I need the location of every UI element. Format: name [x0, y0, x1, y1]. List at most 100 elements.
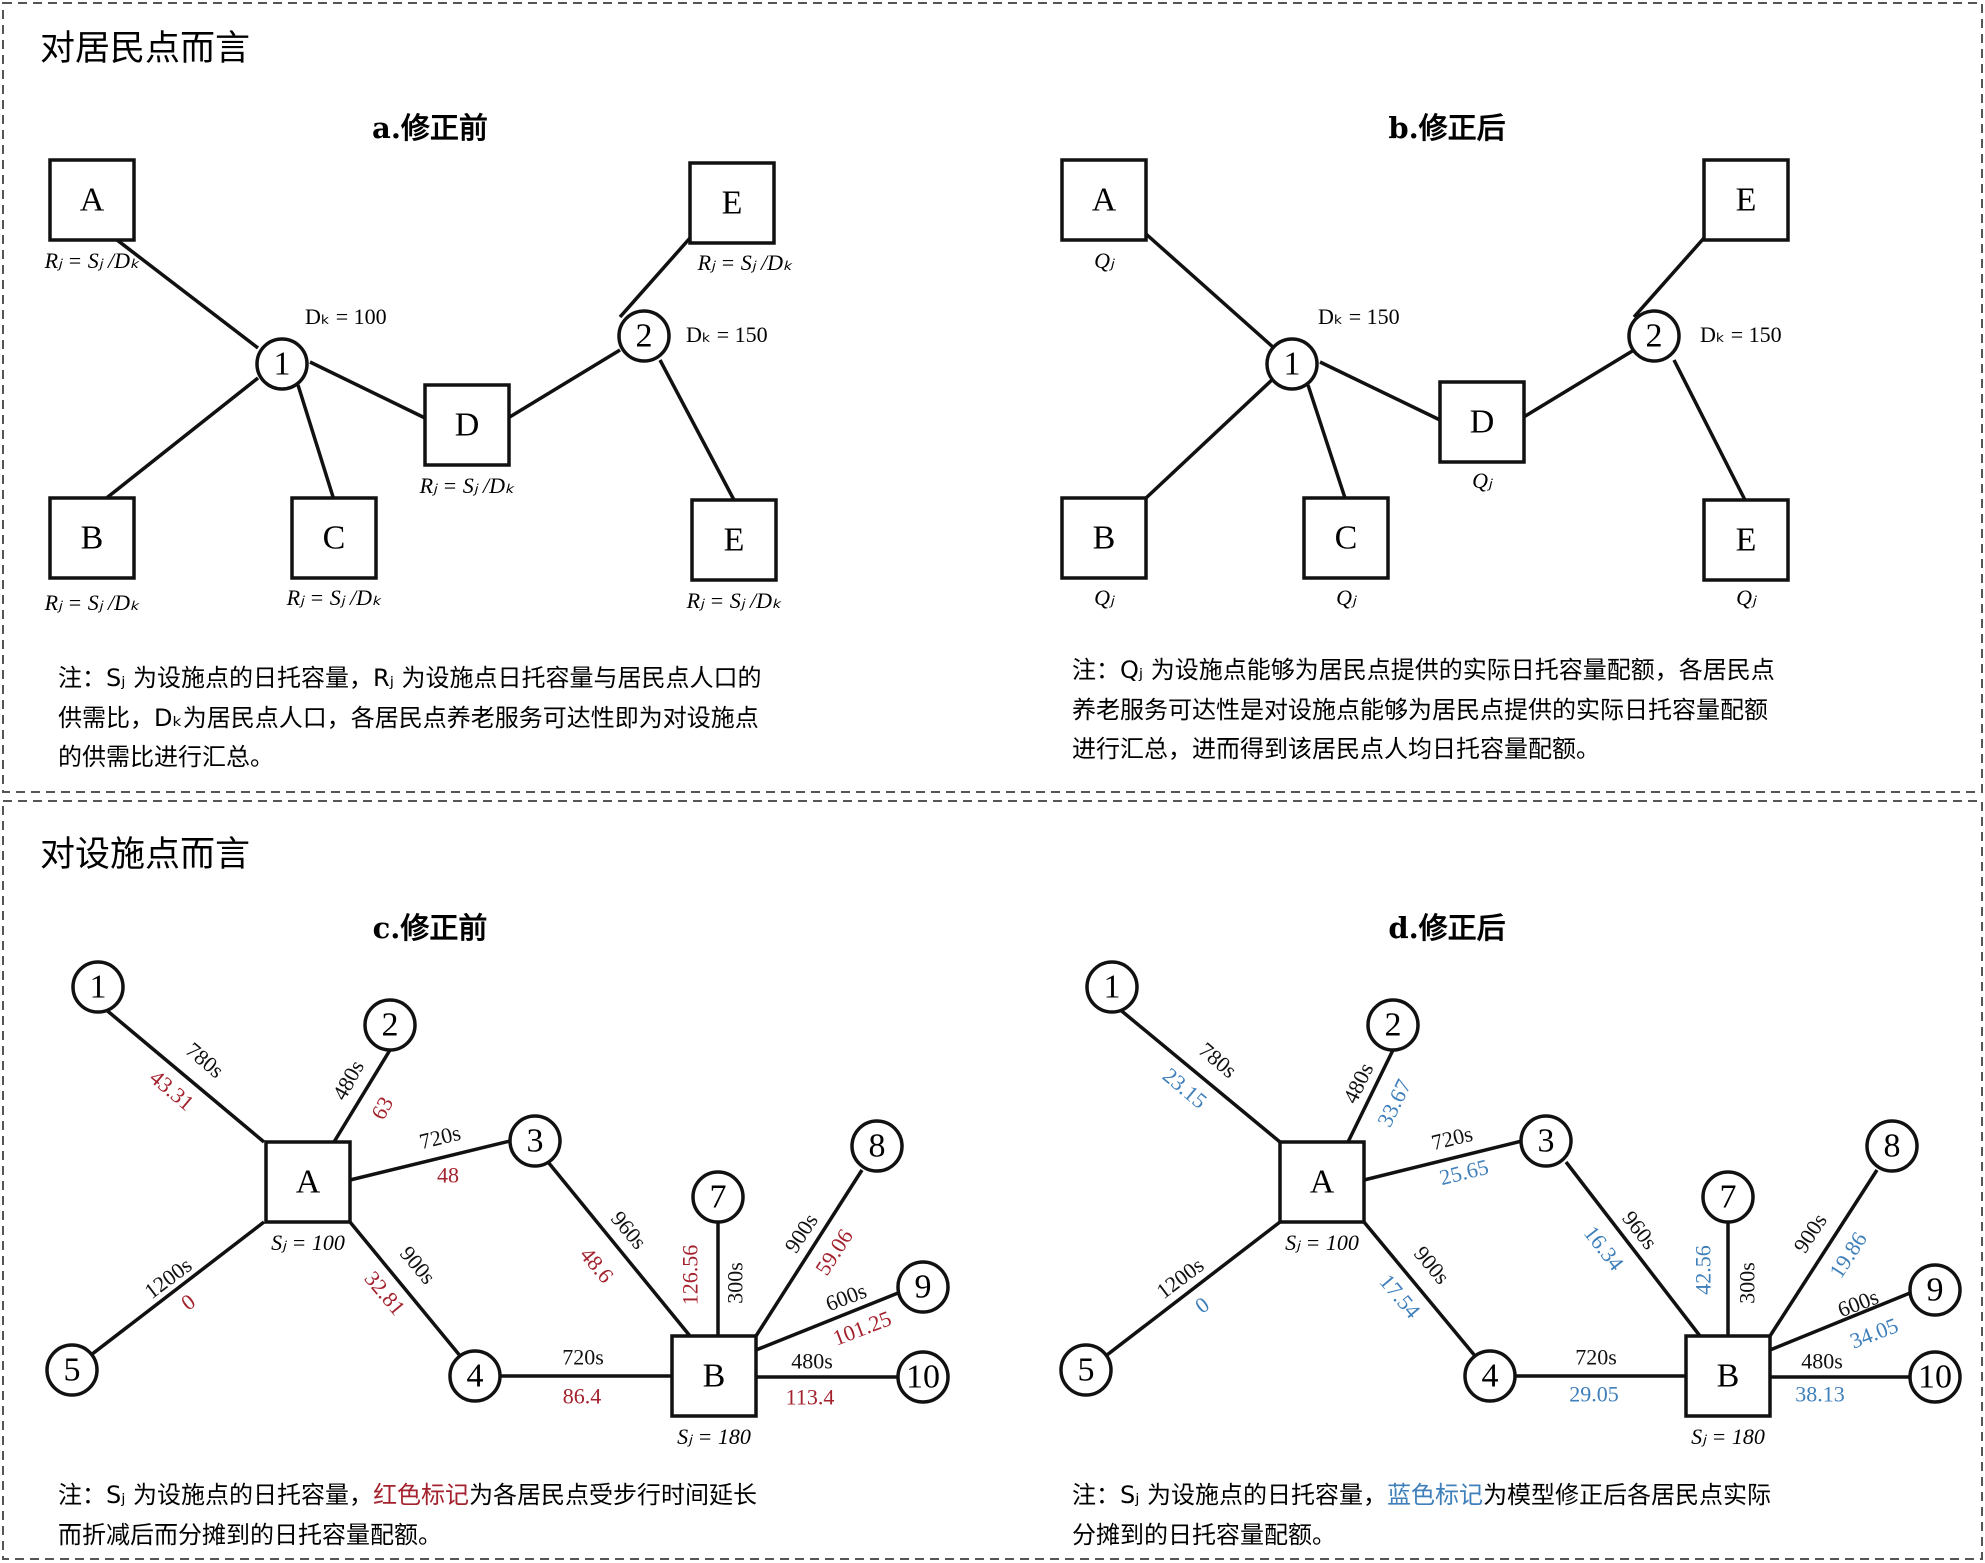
note-line: 注：Qⱼ 为设施点能够为居民点提供的实际日托容量配额，各居民点: [1072, 656, 1775, 684]
walk-time-label: 900s: [779, 1209, 823, 1257]
note-text: 为各居民点受步行时间延长: [469, 1481, 757, 1509]
facility-node-label: A: [1310, 1164, 1335, 1201]
facility-node-e-top: [1702, 158, 1790, 242]
residential-node-label: 2: [382, 1007, 399, 1044]
note-text: 注：Sⱼ 为设施点的日托容量，: [58, 1481, 373, 1509]
reduced-allocation-label: 0: [176, 1289, 200, 1316]
residential-node-label: 7: [710, 1179, 727, 1216]
bottom-section-title: 对设施点而言: [40, 835, 250, 875]
ratio-formula: Rⱼ = Sⱼ /Dₖ: [419, 473, 515, 498]
walk-time-label: 900s: [395, 1241, 441, 1289]
top-section-title: 对居民点而言: [40, 29, 250, 69]
walk-time-label: 720s: [417, 1120, 463, 1154]
population-label: Dₖ = 150: [1700, 322, 1782, 347]
residential-node-9: [1908, 1263, 1962, 1317]
capacity-label: Sⱼ = 100: [1285, 1230, 1359, 1255]
edge: [754, 1169, 864, 1337]
facility-node-label: B: [1717, 1358, 1740, 1395]
bottom-section-frame: [2, 800, 1983, 1560]
edge: [755, 1291, 899, 1352]
residential-node-label: 4: [1482, 1358, 1499, 1395]
walk-time-label: 480s: [791, 1349, 833, 1374]
residential-node-label: 2: [1646, 318, 1663, 355]
facility-node-a: [1278, 1140, 1366, 1224]
residential-node-3: [508, 1114, 562, 1168]
panel-a: a.修正前 A B C D E E 1 2 Rⱼ = Sⱼ /Dₖ Rⱼ = S…: [44, 111, 793, 615]
residential-node-label: 2: [1385, 1007, 1402, 1044]
facility-node-a: [1060, 158, 1148, 242]
walk-time-label: 480s: [1801, 1349, 1843, 1374]
top-section-frame: [2, 2, 1983, 793]
residential-node-1: [71, 960, 125, 1014]
edge: [1521, 348, 1635, 420]
panel-c-title: c.修正前: [373, 911, 488, 945]
population-label: Dₖ = 150: [686, 322, 768, 347]
walk-time-label: 300s: [723, 1262, 748, 1304]
panel-a-title: a.修正前: [372, 111, 488, 145]
facility-node-a: [264, 1140, 352, 1224]
walk-time-label: 600s: [822, 1278, 870, 1316]
population-label: Dₖ = 150: [1318, 304, 1400, 329]
ratio-formula: Rⱼ = Sⱼ /Dₖ: [697, 250, 793, 275]
residential-node-label: 8: [1884, 1128, 1901, 1165]
capacity-label: Sⱼ = 180: [677, 1424, 751, 1449]
note-b: 注：Qⱼ 为设施点能够为居民点提供的实际日托容量配额，各居民点 养老服务可达性是…: [1072, 656, 1775, 763]
walk-time-label: 480s: [1338, 1059, 1379, 1107]
facility-node-label: D: [1470, 404, 1495, 441]
edge: [1768, 1169, 1879, 1337]
residential-node-label: 2: [636, 318, 653, 355]
facility-node-label: B: [1093, 520, 1116, 557]
residential-node-7: [691, 1170, 745, 1224]
walk-time-label: 960s: [606, 1206, 652, 1254]
quota-label: Qⱼ: [1736, 585, 1757, 610]
residential-node-label: 1: [274, 346, 291, 383]
note-text: 注：Sⱼ 为设施点的日托容量，: [1072, 1481, 1387, 1509]
edge: [1362, 1220, 1492, 1376]
edge: [72, 1220, 266, 1370]
population-label: Dₖ = 100: [305, 304, 387, 329]
residential-node-label: 9: [1927, 1272, 1944, 1309]
panel-d: d.修正后 A B 1 2 3 4 5 7 8 9 10 Sⱼ = 100: [1059, 911, 1962, 1449]
residential-node-label: 5: [1078, 1352, 1095, 1389]
ratio-formula: Rⱼ = Sⱼ /Dₖ: [44, 248, 140, 273]
note-line: 养老服务可达性是对设施点能够为居民点提供的实际日托容量配额: [1072, 696, 1768, 724]
facility-node-label: E: [1736, 182, 1757, 219]
residential-node-2: [1366, 998, 1420, 1052]
note-highlight-red: 红色标记: [373, 1481, 469, 1509]
reduced-allocation-label: 86.4: [563, 1384, 602, 1409]
residential-node-label: 10: [906, 1359, 940, 1396]
corrected-allocation-label: 0: [1190, 1292, 1214, 1319]
facility-node-e-bottom: [1702, 498, 1790, 582]
edge: [1769, 1291, 1911, 1352]
facility-node-label: A: [296, 1164, 321, 1201]
residential-node-1: [1085, 960, 1139, 1014]
residential-node-label: 4: [467, 1358, 484, 1395]
reduced-allocation-label: 48: [437, 1163, 459, 1188]
edge: [349, 1139, 511, 1182]
residential-node-5: [1059, 1343, 1113, 1397]
residential-node-3: [1519, 1114, 1573, 1168]
corrected-allocation-label: 23.15: [1158, 1063, 1212, 1114]
note-a: 注：Sⱼ 为设施点的日托容量，Rⱼ 为设施点日托容量与居民点人口的 供需比，Dₖ…: [58, 664, 762, 771]
corrected-allocation-label: 17.54: [1375, 1269, 1426, 1323]
walk-time-label: 720s: [562, 1345, 604, 1370]
edge: [296, 384, 336, 501]
facility-node-c: [290, 496, 378, 580]
residential-node-2: [363, 998, 417, 1052]
quota-label: Qⱼ: [1094, 248, 1115, 273]
residential-node-label: 8: [869, 1128, 886, 1165]
facility-node-label: A: [1092, 182, 1117, 219]
capacity-label: Sⱼ = 180: [1691, 1424, 1765, 1449]
facility-node-b: [1684, 1334, 1772, 1418]
note-line: 注：Sⱼ 为设施点的日托容量，Rⱼ 为设施点日托容量与居民点人口的: [58, 664, 762, 692]
residential-node-label: 1: [90, 969, 107, 1006]
walk-time-label: 960s: [1617, 1206, 1662, 1254]
residential-node-label: 9: [915, 1269, 932, 1306]
residential-node-5: [45, 1343, 99, 1397]
panel-c: c.修正前 A B 1 2 3 4 5 7 8 9 10 Sⱼ = 100: [45, 911, 950, 1449]
ratio-formula: Rⱼ = Sⱼ /Dₖ: [44, 590, 140, 615]
panel-d-title: d.修正后: [1388, 911, 1505, 945]
edge: [1110, 1001, 1282, 1144]
note-text: 为模型修正后各居民点实际: [1483, 1481, 1771, 1509]
residential-node-8: [1865, 1119, 1919, 1173]
